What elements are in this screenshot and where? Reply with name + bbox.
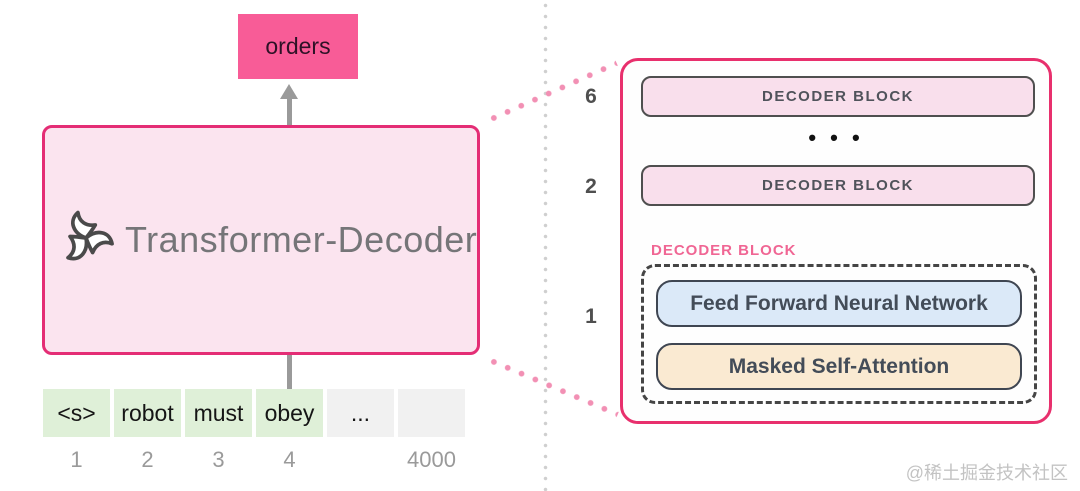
layer-number-2: 2 bbox=[585, 175, 597, 198]
decoder-block-detail-title: DECODER BLOCK bbox=[651, 242, 797, 259]
token-index-row: 1 2 3 4 4000 bbox=[43, 447, 465, 473]
dotted-divider-line bbox=[543, 0, 548, 491]
token-index: 4000 bbox=[407, 447, 456, 472]
input-token-row: <s> robot must obey ... bbox=[43, 389, 465, 437]
decoder-block-detail-box: Feed Forward Neural Network Masked Self-… bbox=[641, 264, 1037, 404]
token-cell: must bbox=[185, 389, 252, 437]
layer-number-6: 6 bbox=[585, 85, 597, 108]
decoder-block-6: DECODER BLOCK bbox=[641, 76, 1035, 117]
token-cell: robot bbox=[114, 389, 181, 437]
token-cell: <s> bbox=[43, 389, 110, 437]
feed-forward-box: Feed Forward Neural Network bbox=[656, 280, 1022, 327]
up-arrow-head-icon bbox=[280, 84, 298, 99]
watermark-text: @稀土掘金技术社区 bbox=[905, 463, 1068, 483]
token-cell bbox=[398, 389, 465, 437]
zoom-connector-bottom bbox=[485, 356, 619, 418]
token-index bbox=[327, 447, 394, 473]
up-arrow-stem bbox=[287, 97, 292, 127]
decoder-stack-panel: DECODER BLOCK • • • DECODER BLOCK DECODE… bbox=[620, 58, 1052, 424]
token-index: 3 bbox=[212, 447, 225, 472]
token-index: 2 bbox=[141, 447, 154, 472]
output-token-box: orders bbox=[238, 14, 358, 79]
stack-ellipsis: • • • bbox=[808, 125, 864, 150]
token-cell: ... bbox=[327, 389, 394, 437]
token-index: 4 bbox=[283, 447, 296, 472]
token-index: 1 bbox=[70, 447, 83, 472]
masked-self-attention-box: Masked Self-Attention bbox=[656, 343, 1022, 390]
input-connector-line bbox=[287, 355, 292, 389]
transformer-decoder-box: Transformer-Decoder bbox=[42, 125, 480, 355]
token-cell: obey bbox=[256, 389, 323, 437]
openai-swirl-icon bbox=[55, 207, 117, 274]
output-token-label: orders bbox=[265, 33, 331, 59]
decoder-block-2: DECODER BLOCK bbox=[641, 165, 1035, 206]
transformer-decoder-label: Transformer-Decoder bbox=[125, 219, 478, 260]
layer-number-1: 1 bbox=[585, 305, 597, 328]
